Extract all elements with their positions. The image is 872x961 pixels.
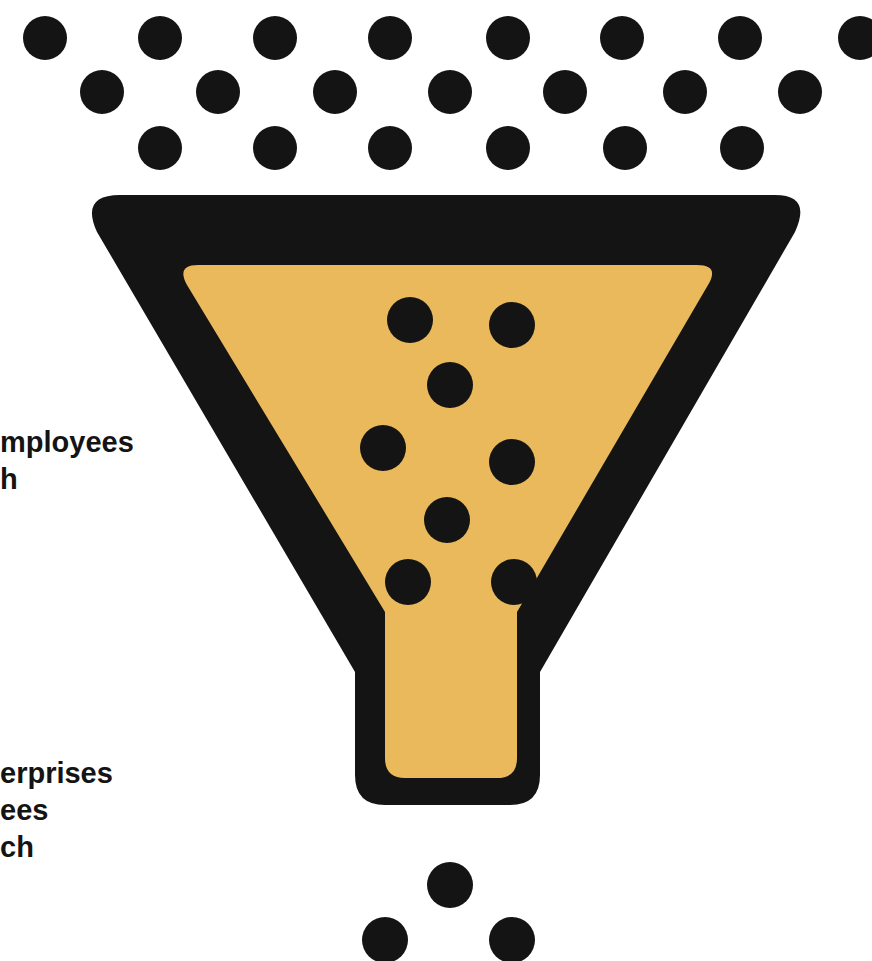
dots-above bbox=[23, 16, 872, 170]
side-label: h bbox=[0, 462, 18, 496]
dots-inside bbox=[360, 297, 537, 605]
side-label: ees bbox=[0, 793, 48, 827]
side-label: ch bbox=[0, 830, 34, 864]
dots-below bbox=[362, 862, 535, 961]
side-label: mployees bbox=[0, 425, 134, 459]
funnel-fill bbox=[183, 265, 712, 778]
side-label: erprises bbox=[0, 756, 113, 790]
funnel-outline bbox=[92, 195, 800, 805]
